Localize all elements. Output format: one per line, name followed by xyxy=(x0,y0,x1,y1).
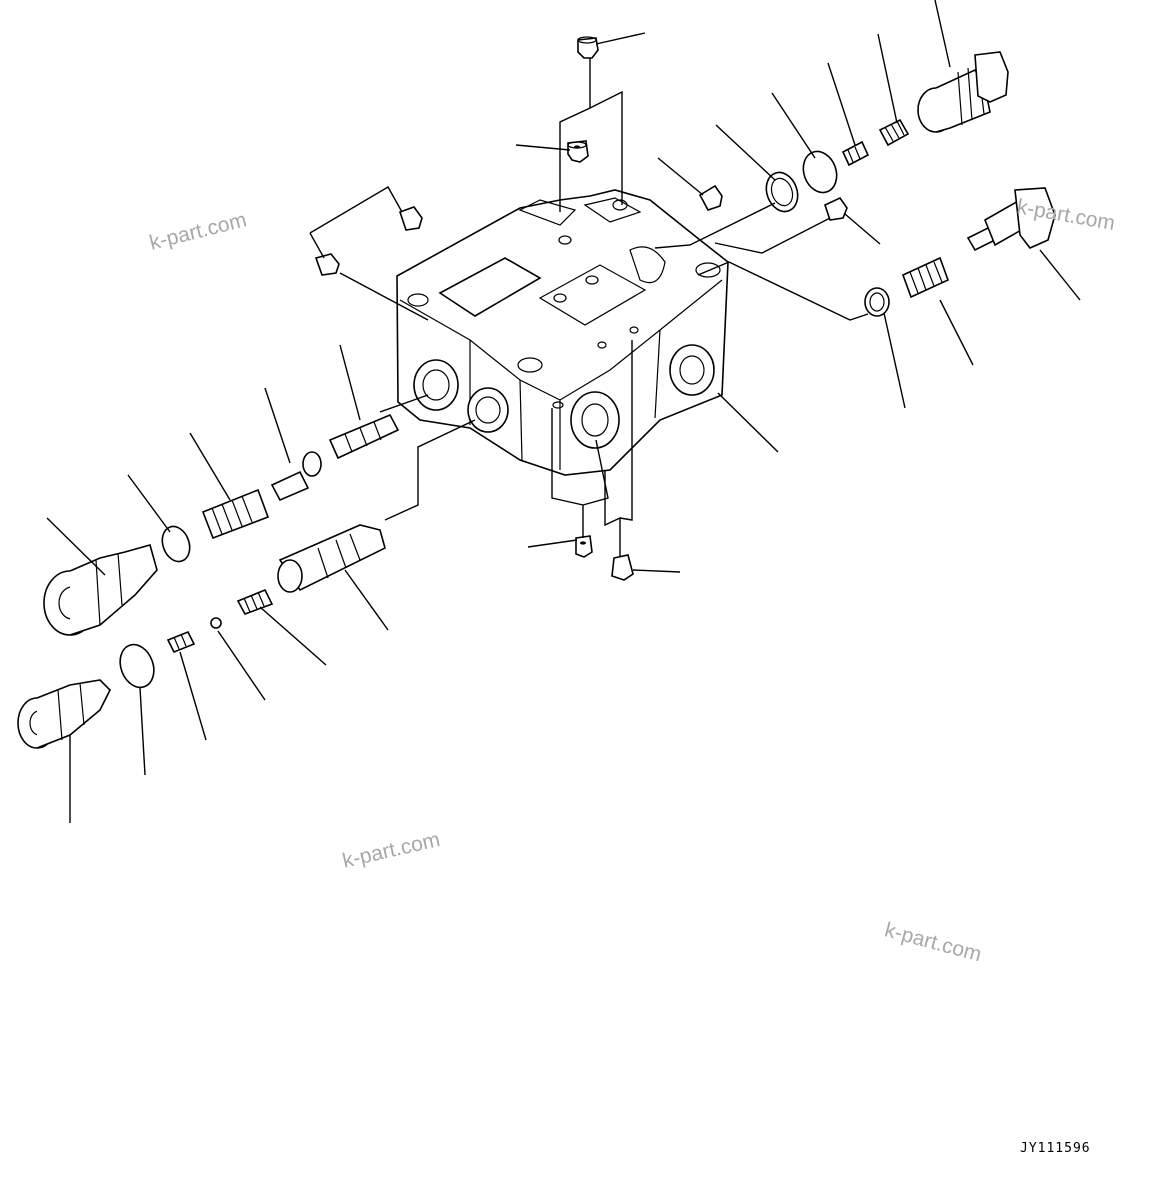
plug-left-2 xyxy=(314,253,340,276)
o-ring-bottom-left xyxy=(119,643,155,689)
piston-left xyxy=(270,451,322,502)
plug-top-1 xyxy=(577,36,599,59)
spring-left xyxy=(201,488,270,540)
valve-body xyxy=(396,189,729,476)
assembly-lines xyxy=(309,58,869,556)
check-valve-top xyxy=(841,140,870,167)
valve-plug-bottom-left xyxy=(17,679,111,749)
spring-small-top xyxy=(878,118,910,147)
part-code: JY111596 xyxy=(1020,1141,1091,1156)
plug-right-1 xyxy=(698,184,723,211)
plug-bottom-1 xyxy=(575,535,593,558)
o-ring-left xyxy=(161,525,191,563)
plug-right-2 xyxy=(824,196,848,221)
leader-lines xyxy=(46,0,1081,823)
screw-small-left xyxy=(166,630,196,654)
spring-right xyxy=(901,256,950,299)
plug-left-1 xyxy=(398,206,423,231)
plug-bottom-2 xyxy=(611,554,634,581)
relief-valve-top-right xyxy=(917,51,1009,133)
spring-small-left xyxy=(236,588,274,615)
backup-ring-top xyxy=(765,171,799,213)
ball xyxy=(210,617,222,629)
relief-valve-left xyxy=(277,524,386,593)
pressure-valve-right xyxy=(966,187,1056,252)
cap-plug-left xyxy=(43,544,158,636)
spool-center xyxy=(328,413,400,460)
plug-top-2 xyxy=(567,140,589,163)
o-ring-top-right xyxy=(802,150,838,194)
seat-ring-right xyxy=(864,287,890,317)
